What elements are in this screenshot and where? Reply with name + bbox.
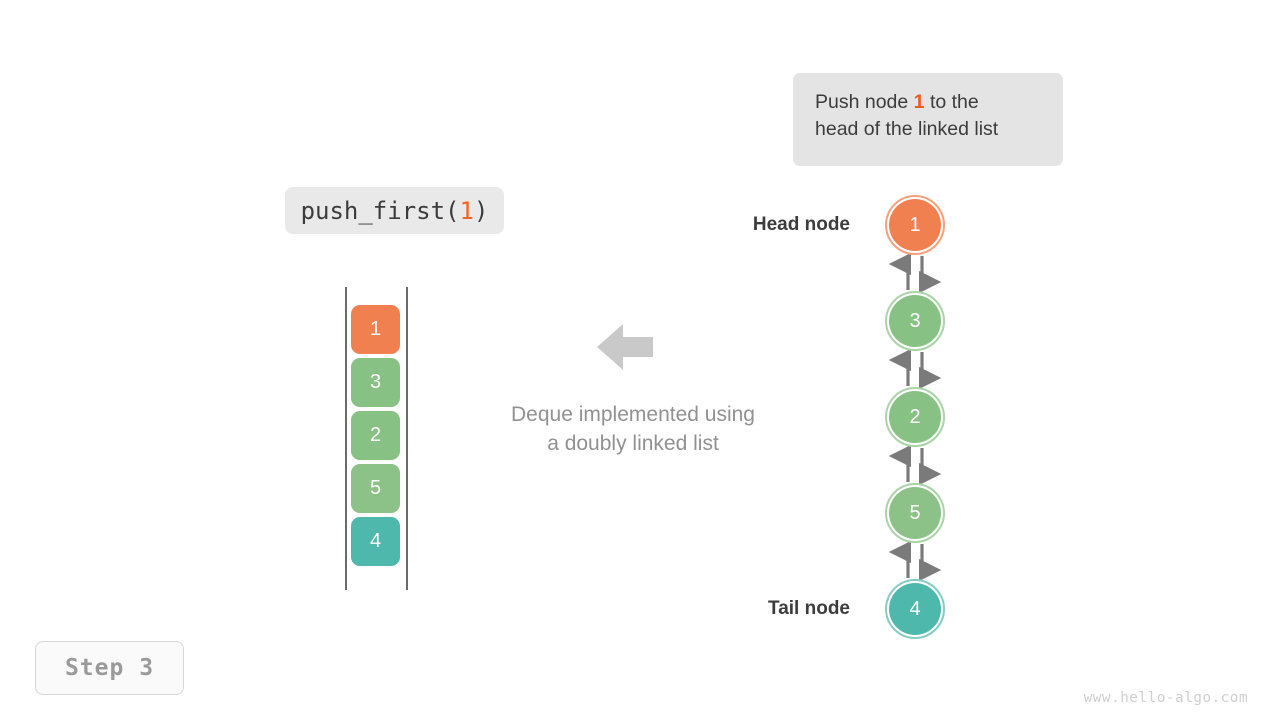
code-label-push-first: push_first(1) bbox=[285, 187, 504, 234]
linked-list-node: 4 bbox=[889, 583, 941, 635]
callout-line1-suffix: to the bbox=[924, 91, 979, 113]
doubly-linked-list: 1 3 2 5 4 bbox=[860, 185, 990, 655]
linked-list-node-value: 3 bbox=[909, 309, 921, 332]
left-block-arrow-icon bbox=[597, 324, 653, 370]
callout-line1-prefix: Push node bbox=[815, 91, 914, 113]
code-argument: 1 bbox=[459, 196, 474, 225]
linked-list-node: 2 bbox=[889, 391, 941, 443]
code-suffix: ) bbox=[473, 196, 489, 225]
node-outer-ring bbox=[885, 291, 945, 351]
node-outer-ring bbox=[885, 195, 945, 255]
tail-node-label: Tail node bbox=[768, 598, 850, 619]
linked-list-node-value: 2 bbox=[909, 405, 921, 428]
head-node-label: Head node bbox=[752, 214, 850, 235]
linked-list-node: 1 bbox=[889, 199, 941, 251]
deque-box-value: 3 bbox=[369, 371, 382, 393]
deque-box: 5 bbox=[351, 464, 400, 513]
node-outer-ring bbox=[885, 483, 945, 543]
node-outer-ring bbox=[885, 579, 945, 639]
deque-box: 4 bbox=[351, 517, 400, 566]
deque-caption-line1: Deque implemented using bbox=[511, 403, 755, 426]
callout-line2: head of the linked list bbox=[815, 118, 999, 140]
deque-box-value: 4 bbox=[369, 530, 382, 552]
node-outer-ring bbox=[885, 387, 945, 447]
deque-caption-line2: a doubly linked list bbox=[547, 432, 719, 455]
deque-rail-left bbox=[345, 287, 347, 590]
deque-box-value: 5 bbox=[369, 477, 382, 499]
linked-list-node: 3 bbox=[889, 295, 941, 347]
linked-list-node: 5 bbox=[889, 487, 941, 539]
deque-rail-right bbox=[406, 287, 408, 590]
deque-box: 1 bbox=[351, 305, 400, 354]
linked-list-node-value: 4 bbox=[909, 597, 921, 620]
code-prefix: push_first( bbox=[300, 196, 460, 225]
linked-list-node-value: 5 bbox=[909, 501, 921, 524]
deque-caption: Deque implemented using a doubly linked … bbox=[433, 400, 833, 458]
callout-highlight-value: 1 bbox=[913, 91, 925, 113]
deque-box: 2 bbox=[351, 411, 400, 460]
step-badge: Step 3 bbox=[35, 641, 184, 695]
linked-list-node-value: 1 bbox=[909, 213, 921, 236]
link-arrows bbox=[888, 252, 942, 582]
push-callout: Push node 1 to the head of the linked li… bbox=[793, 73, 1063, 166]
watermark: www.hello-algo.com bbox=[1083, 690, 1248, 706]
deque-box-value: 2 bbox=[369, 424, 382, 446]
deque-box: 3 bbox=[351, 358, 400, 407]
deque-box-value: 1 bbox=[369, 318, 382, 340]
deque-column: 1 3 2 5 4 bbox=[340, 280, 420, 590]
